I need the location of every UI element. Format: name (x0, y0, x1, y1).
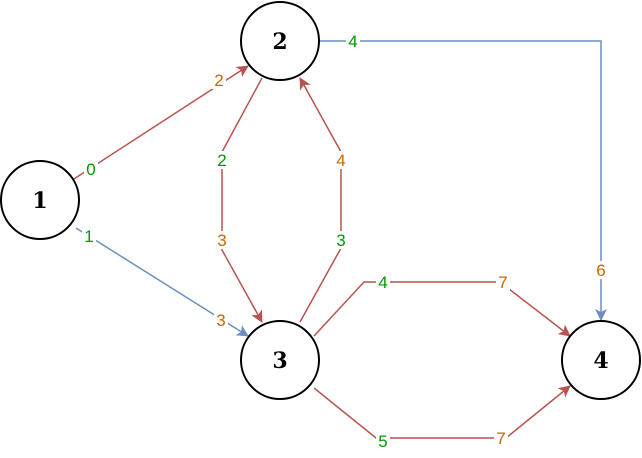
edge-3-to-4-bottom (313, 385, 571, 439)
edge-1-to-2-start-label: 0 (86, 160, 95, 179)
edge-3-to-2-end-label: 4 (336, 151, 345, 170)
node-4: 4 (561, 320, 641, 400)
node-3: 3 (240, 320, 320, 400)
edge-1-to-3-start-label: 1 (84, 227, 93, 246)
node-1: 1 (0, 160, 80, 240)
edge-3-to-4-top (313, 281, 571, 337)
edge-2-to-4-start-label: 4 (348, 32, 357, 51)
edge-1-to-2-end-label: 2 (214, 71, 223, 90)
node-2-label: 2 (272, 29, 287, 55)
node-1-label: 1 (32, 188, 47, 214)
edge-3-to-4-top-start-label: 4 (378, 273, 387, 292)
edge-2-to-3-end-label: 3 (217, 231, 226, 250)
edge-labels: 0 2 1 3 2 3 3 4 4 6 4 7 5 7 (82, 32, 608, 451)
edge-2-to-3 (221, 77, 263, 323)
edge-3-to-4-bottom-start-label: 5 (378, 432, 387, 451)
node-4-label: 4 (593, 348, 608, 374)
edge-2-to-4 (320, 40, 607, 321)
node-3-label: 3 (272, 348, 287, 374)
edge-2-to-4-end-label: 6 (596, 261, 605, 280)
edge-3-to-2-start-label: 3 (336, 231, 345, 250)
edges (59, 40, 607, 439)
edge-3-to-4-top-end-label: 7 (498, 273, 507, 292)
edge-2-to-3-start-label: 2 (217, 151, 226, 170)
edge-3-to-4-bottom-end-label: 7 (496, 429, 505, 448)
node-2: 2 (240, 1, 320, 81)
edge-1-to-3-end-label: 3 (216, 311, 225, 330)
edge-3-to-2 (299, 77, 342, 323)
